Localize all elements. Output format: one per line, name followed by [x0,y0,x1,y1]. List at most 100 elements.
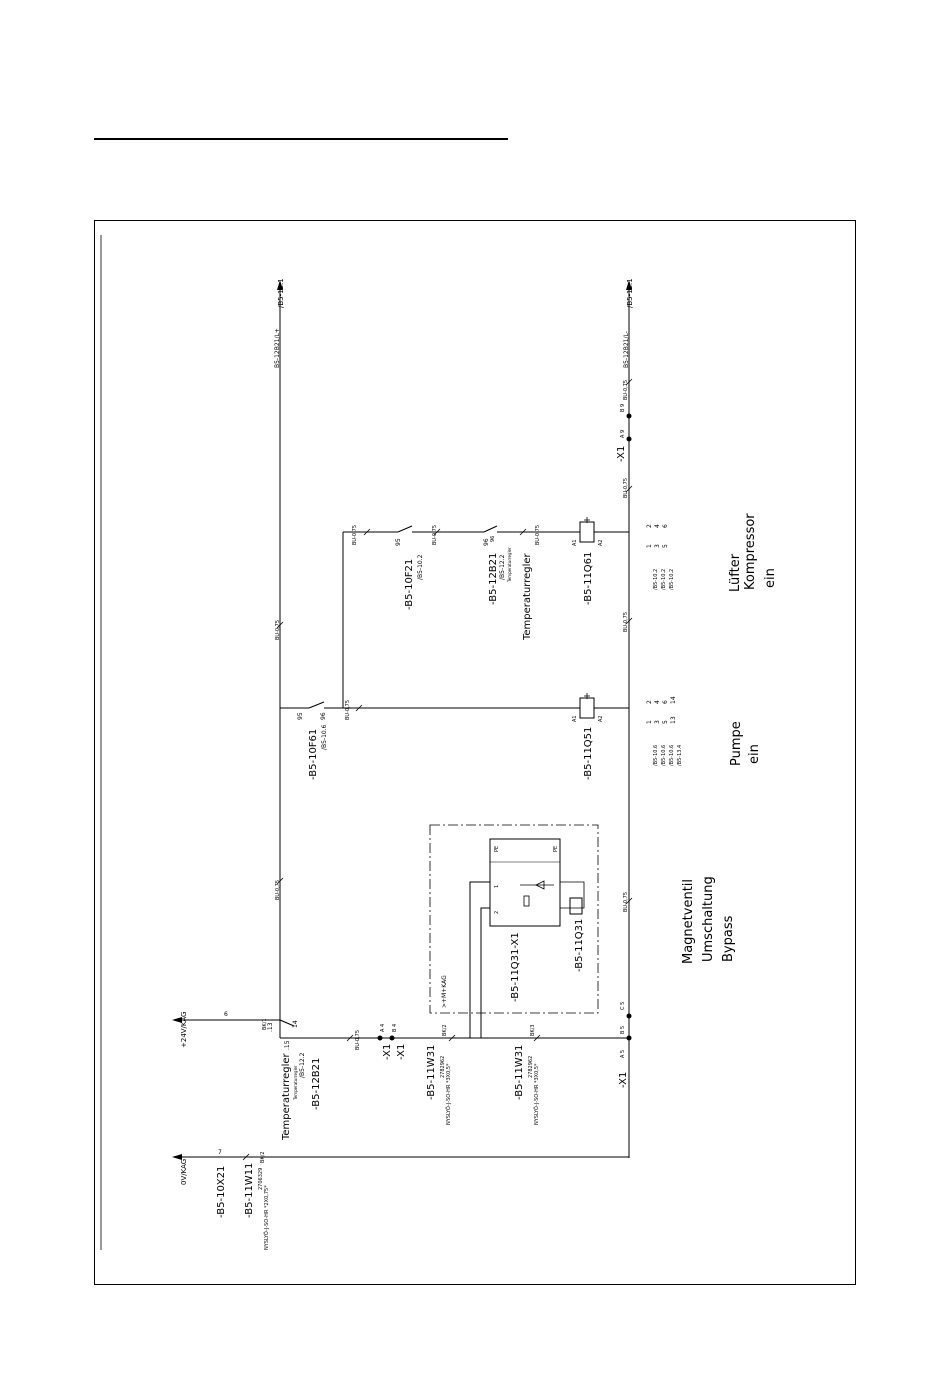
top-right-ref: /B5-12.1 [626,278,634,308]
luefter-ein-label: ein [763,568,778,588]
wire-label: BU-0,75 [275,620,281,640]
mkag-label: >+M+KAG [441,975,448,1008]
wiring-diagram: /B5-12.1B5-12B21/L+/B5-12.1B5-12B21/L-BU… [100,235,778,1250]
wire-label: BU-0,75 [623,612,629,632]
x1-name: -X1 [396,1044,407,1060]
q51-contact-ref: /B5-10.6 [661,745,667,766]
b21-pin7: 96 [490,536,496,542]
wire-label: BK/1 [262,1018,268,1030]
umschaltung-label: Umschaltung [701,876,716,962]
f21-ref: /B5-10.2 [417,554,424,580]
f21-pin96: 96 [483,538,490,546]
x1-name-bottom: -X1 [618,1072,629,1088]
x1-b5: B 5 [620,1026,626,1034]
x1-a5: A 5 [620,1050,626,1058]
x1-b4: B 4 [392,1024,398,1032]
q51-contact-bottom: 3 [654,720,661,724]
q51-a1: A1 [572,715,578,722]
kompressor-label: Kompressor [743,513,758,590]
header-rule [94,138,508,140]
b21-ref: /B5-12.2 [499,554,506,580]
q61-a2: A2 [598,539,604,546]
coil-marks [584,517,590,699]
q51-a2: A2 [598,715,604,722]
pin-2: 2 [494,911,500,914]
bypass-label: Bypass [721,915,736,962]
q51-contact-ref: /B5-13.4 [677,745,683,766]
w11-name: -B5-11W11 [244,1163,255,1218]
x1-name: -X1 [382,1044,393,1060]
x1-b9: B 9 [620,404,626,412]
w11-part: 2706329 [258,1168,264,1190]
pin-pe-right: PE [553,846,559,852]
labels: /B5-12.1B5-12B21/L+/B5-12.1B5-12B21/L-BU… [180,278,778,1250]
q51-contact-top: 4 [654,700,661,704]
q61-name: -B5-11Q61 [583,552,594,605]
coil-q61 [579,521,595,543]
wires [224,282,630,1158]
wire-label: BU-0,75 [432,525,438,545]
f61-pin96: 96 [320,712,327,720]
wire-label: BU-0,75 [352,525,358,545]
w11-type: NYSLYÖ-J-SO-HR *2X0,75* [263,1185,270,1250]
w31-part: 2782962 [440,1056,446,1078]
x1-a4: A 4 [380,1024,386,1032]
w31-type: NYSLYÖ-J-SO-HR *3X0,5* [445,1063,452,1125]
q31x1-name: -B5-11Q31-X1 [510,932,521,1002]
b21b-ref: /B5-12.2 [299,1052,306,1078]
q51-contact-top: 2 [646,700,653,704]
q61-contact-bottom: 1 [646,544,653,548]
wire-label: BU-0,75 [355,1030,361,1050]
wire-label: BU-0,75 [623,892,629,912]
b21b-pin15: .15 [284,1040,291,1050]
zero-v-label: 0V/KAG [180,1159,188,1185]
pin-1: 1 [494,885,500,888]
wire-ticks [242,378,633,1161]
plus24-label: +24V/KAG [180,1012,188,1048]
terminal-dots [377,413,632,1041]
q61-contact-top: 6 [662,524,669,528]
q61-contact-ref: /B5-10.2 [669,569,675,590]
q31x1-block [489,838,561,927]
w31b-type: NYSLYÖ-J-SO-HR *3X0,5* [533,1063,540,1125]
q61-contact-top: 4 [654,524,661,528]
q51-contact-bottom: 5 [662,720,669,724]
magnetventil-label: Magnetventil [681,879,696,964]
x1-name-right: -X1 [616,446,627,462]
q61-contact-bottom: 5 [662,544,669,548]
f61-ref: /B5-10.6 [321,724,328,750]
f21-name: -B5-10F21 [404,559,415,610]
wire-label: BU-0,75 [535,525,541,545]
q61-contact-ref: /B5-10.2 [653,569,659,590]
top-right-net: B5-12B21/L- [623,331,630,368]
w31b-name: -B5-11W31 [514,1045,525,1100]
wire-label: BU-0,75 [623,478,629,498]
b21-desc: Temperaturregler [522,552,533,641]
q51-contact-ref: /B5-10.6 [653,745,659,766]
f21-pin95: 95 [395,538,402,546]
f61-pin95: 95 [297,712,304,720]
wire-label: BU-0,75 [345,700,351,720]
x1-c5: C 5 [620,1002,626,1010]
luefter-label: Lüfter [728,553,743,592]
b21b-name: -B5-12B21 [311,1058,322,1110]
b21-sub: Temperaturregler [507,547,512,583]
q61-a1: A1 [572,539,578,546]
top-arrows [172,280,632,1160]
x1-a9: A 9 [620,430,626,438]
q51-contact-ref: /B5-10.6 [669,745,675,766]
q51-name: -B5-11Q51 [583,727,594,780]
q61-contact-ref: /B5-10.2 [661,569,667,590]
wire-label: BK/2 [442,1024,448,1036]
q51-contact-bottom: 13 [670,716,677,724]
coil-q51 [579,697,595,719]
q61-contact-top: 2 [646,524,653,528]
b21b-desc: Temperaturregler [281,1052,292,1141]
zero-v-pin: 7 [218,1149,222,1156]
valve-enclosure [429,824,599,1014]
top-left-ref: /B5-12.1 [277,278,285,308]
x21-name: -B5-10X21 [216,1166,227,1218]
w31-name: -B5-11W31 [426,1045,437,1100]
drawing-frame [94,220,856,1285]
pin-pe: PE [494,846,500,852]
